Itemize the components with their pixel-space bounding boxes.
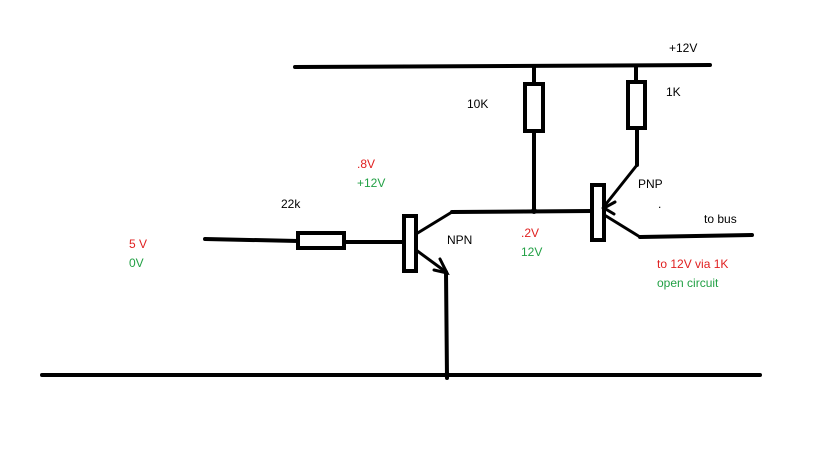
input-high-label: 5 V: [129, 237, 148, 251]
base-resistor-label: 22k: [281, 197, 301, 211]
npn-emitter-to-ground: [444, 270, 449, 380]
pnp-arrow: [600, 200, 617, 216]
pnp-emitter-lead: [604, 163, 639, 206]
collector-wire: [450, 209, 594, 214]
supply-voltage-label: +12V: [669, 41, 698, 55]
pullup-resistor: [626, 80, 647, 130]
npn-transistor: [402, 214, 418, 273]
npn-collector-lead: [414, 210, 454, 236]
npn-label: NPN: [447, 233, 473, 247]
pnp-label: PNP: [638, 177, 663, 191]
input-low-label: 0V: [129, 256, 144, 270]
npn-base-high-label: .8V: [357, 157, 376, 171]
collector-resistor-label: 10K: [467, 97, 489, 111]
pnp-transistor: [590, 183, 606, 242]
ground-junction: [444, 372, 450, 378]
npn-base-low-label: +12V: [357, 176, 386, 190]
collector-junction: [531, 208, 537, 214]
collector-low-label: 12V: [521, 245, 543, 259]
collector-high-label: .2V: [521, 226, 540, 240]
dot-mark: .: [658, 197, 662, 211]
bus-output-wire: [638, 233, 754, 239]
output-label: to bus: [704, 212, 737, 226]
npn-emitter-lead: [414, 248, 448, 274]
base-resistor: [296, 231, 346, 250]
bus-high-label: to 12V via 1K: [657, 257, 729, 271]
pnp-collector-lead: [604, 214, 642, 239]
supply-rail: [293, 63, 712, 69]
pullup-resistor-label: 1K: [666, 85, 681, 99]
collector-resistor: [523, 82, 545, 133]
input-wire: [203, 237, 300, 243]
bus-low-label: open circuit: [657, 276, 719, 290]
